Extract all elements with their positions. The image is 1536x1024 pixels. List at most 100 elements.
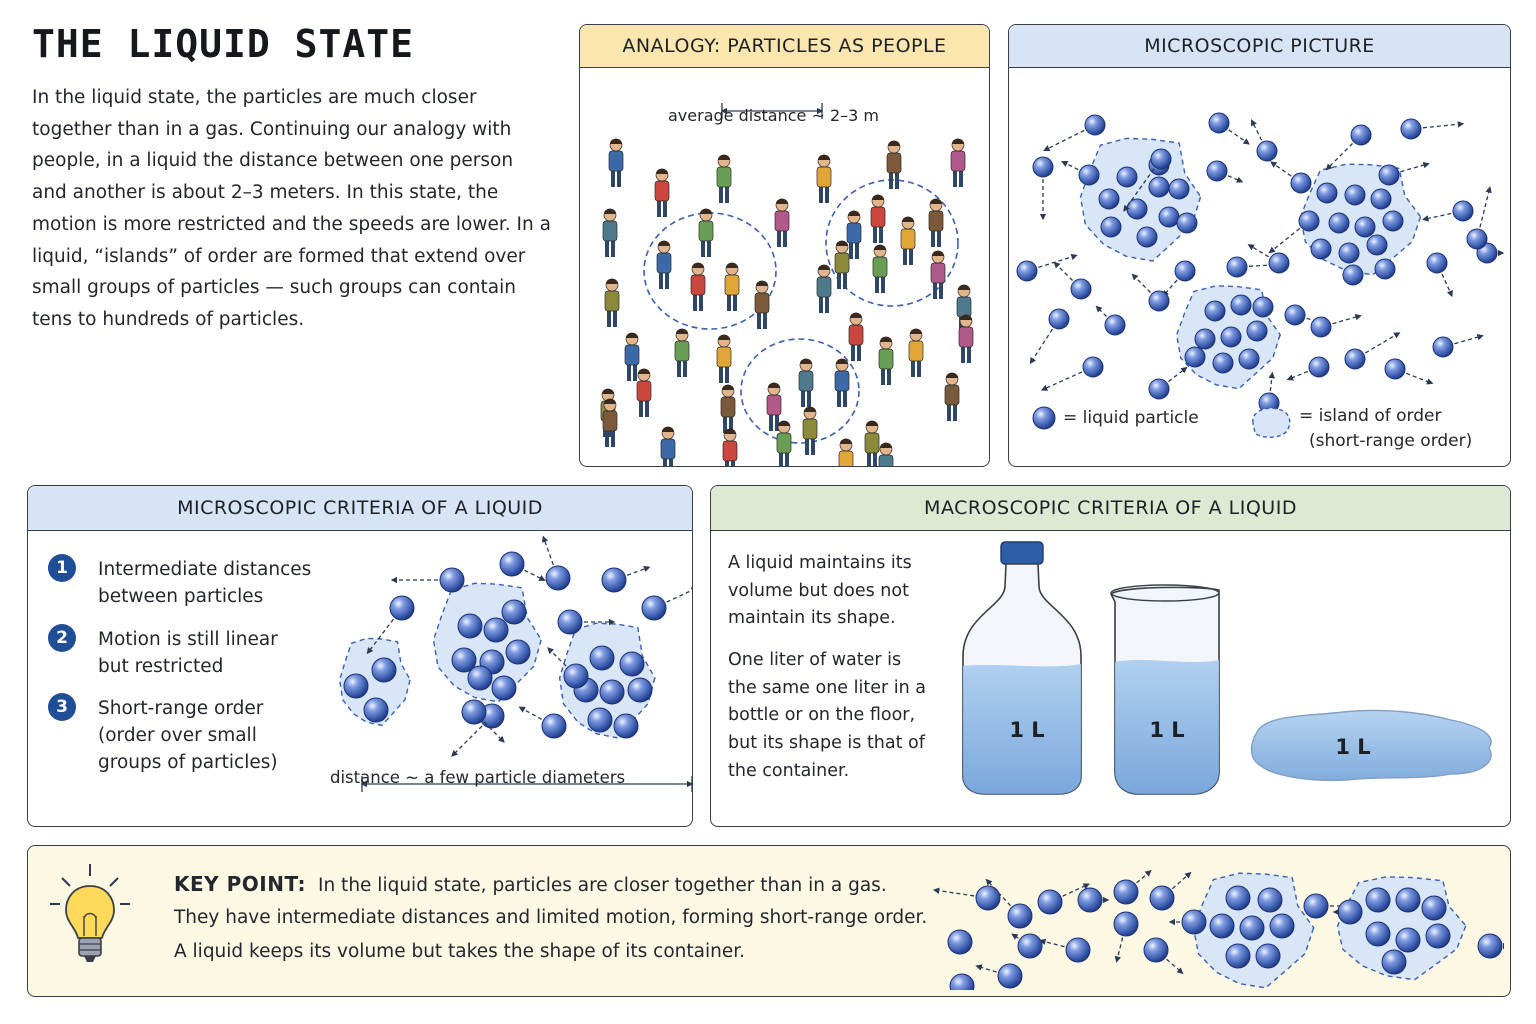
person-figure xyxy=(716,334,732,383)
motion-arrow xyxy=(1131,273,1151,293)
particle xyxy=(343,673,369,699)
particle xyxy=(1148,378,1170,400)
motion-arrow xyxy=(1421,212,1452,222)
particle xyxy=(1252,296,1274,318)
key-point-label: KEY POINT: xyxy=(174,872,306,896)
microscopic-picture-header: MICROSCOPIC PICTURE xyxy=(1009,25,1510,68)
particle xyxy=(491,675,517,701)
particle xyxy=(1077,887,1103,913)
motion-arrow xyxy=(1228,129,1250,145)
particle xyxy=(1048,308,1070,330)
micro-criteria-panel: MICROSCOPIC CRITERIA OF A LIQUID 1 Inter… xyxy=(27,485,693,827)
particle xyxy=(1150,148,1172,170)
motion-arrow xyxy=(1011,933,1019,940)
particle xyxy=(457,613,483,639)
particle xyxy=(1421,895,1447,921)
particle xyxy=(1382,210,1404,232)
particle xyxy=(1384,358,1406,380)
person-figure xyxy=(674,328,690,377)
particle xyxy=(1176,212,1198,234)
key-point-line-3: A liquid keeps its volume but takes the … xyxy=(174,941,746,962)
particle xyxy=(599,679,625,705)
person-figure xyxy=(724,262,740,311)
macro-text-2: One liter of water is the same one liter… xyxy=(728,650,926,781)
person-figure xyxy=(944,372,960,421)
particle xyxy=(587,707,613,733)
particle xyxy=(1220,326,1242,348)
motion-arrow xyxy=(1400,162,1430,173)
particle xyxy=(1148,290,1170,312)
particle xyxy=(1298,210,1320,232)
particle xyxy=(371,657,397,683)
motion-arrow xyxy=(1062,883,1090,897)
person-figure xyxy=(816,264,832,313)
particle xyxy=(997,963,1023,989)
beaker: 1 L xyxy=(1109,584,1220,795)
particle xyxy=(1065,937,1091,963)
criterion-1: 1 Intermediate distances between particl… xyxy=(48,554,318,610)
puddle-volume-label: 1 L xyxy=(1335,735,1370,759)
particle xyxy=(563,663,589,689)
page-title: THE LIQUID STATE xyxy=(32,22,415,66)
person-figure xyxy=(608,138,624,187)
motion-arrow xyxy=(626,565,651,576)
bottle: 1 L xyxy=(962,541,1082,795)
person-figure xyxy=(928,198,944,247)
particle xyxy=(601,567,627,593)
micro-criteria-header: MICROSCOPIC CRITERIA OF A LIQUID xyxy=(28,486,692,531)
criterion-text: Short-range order (order over small grou… xyxy=(98,698,278,773)
legend-particle-label: = liquid particle xyxy=(1063,408,1199,428)
motion-arrow xyxy=(1029,328,1054,365)
person-figure xyxy=(870,194,886,243)
particle xyxy=(1308,356,1330,378)
people-scene xyxy=(600,103,974,466)
motion-arrow xyxy=(1325,143,1353,171)
person-figure xyxy=(766,382,782,431)
particle xyxy=(1350,124,1372,146)
island-of-order xyxy=(339,637,411,727)
particle xyxy=(1426,252,1448,274)
legend-island-line1: = island of order xyxy=(1299,406,1442,426)
particle xyxy=(1257,887,1283,913)
particle xyxy=(1374,258,1396,280)
person-figure xyxy=(716,154,732,203)
motion-arrow xyxy=(1043,129,1085,151)
distance-label: average distance ~ 2–3 m xyxy=(668,106,879,125)
particle xyxy=(1425,923,1451,949)
particle xyxy=(1337,899,1363,925)
particle xyxy=(1100,216,1122,238)
particle xyxy=(1342,264,1364,286)
motion-arrow xyxy=(1365,332,1401,354)
key-point-line-2: They have intermediate distances and lim… xyxy=(174,907,928,928)
particle xyxy=(1225,885,1251,911)
person-figure xyxy=(900,216,916,265)
particle xyxy=(1206,160,1228,182)
particle xyxy=(505,639,531,665)
motion-arrow xyxy=(1247,244,1270,258)
particle xyxy=(1303,893,1329,919)
motion-arrow xyxy=(1479,186,1492,228)
particle xyxy=(589,645,615,671)
person-figure xyxy=(834,358,850,407)
person-figure xyxy=(950,138,966,187)
particle xyxy=(1143,937,1169,963)
person-figure xyxy=(878,442,894,466)
particle xyxy=(1452,200,1474,222)
particle xyxy=(1070,278,1092,300)
particle xyxy=(1037,889,1063,915)
particle xyxy=(363,697,389,723)
microscopic-picture-panel: MICROSCOPIC PICTURE = liquid particle = … xyxy=(1008,24,1511,467)
particle xyxy=(1338,242,1360,264)
particle xyxy=(483,617,509,643)
lightbulb-icon xyxy=(50,864,130,962)
key-point-line-1: KEY POINT:In the liquid state, particles… xyxy=(174,872,887,896)
particle xyxy=(1255,943,1281,969)
particle xyxy=(1365,887,1391,913)
particle xyxy=(1310,316,1332,338)
motion-arrow xyxy=(975,964,997,973)
person-figure xyxy=(636,368,652,417)
motion-arrow xyxy=(1251,119,1263,141)
beaker-volume-label: 1 L xyxy=(1149,718,1184,742)
particle xyxy=(1466,228,1488,250)
motion-arrow xyxy=(541,535,554,566)
